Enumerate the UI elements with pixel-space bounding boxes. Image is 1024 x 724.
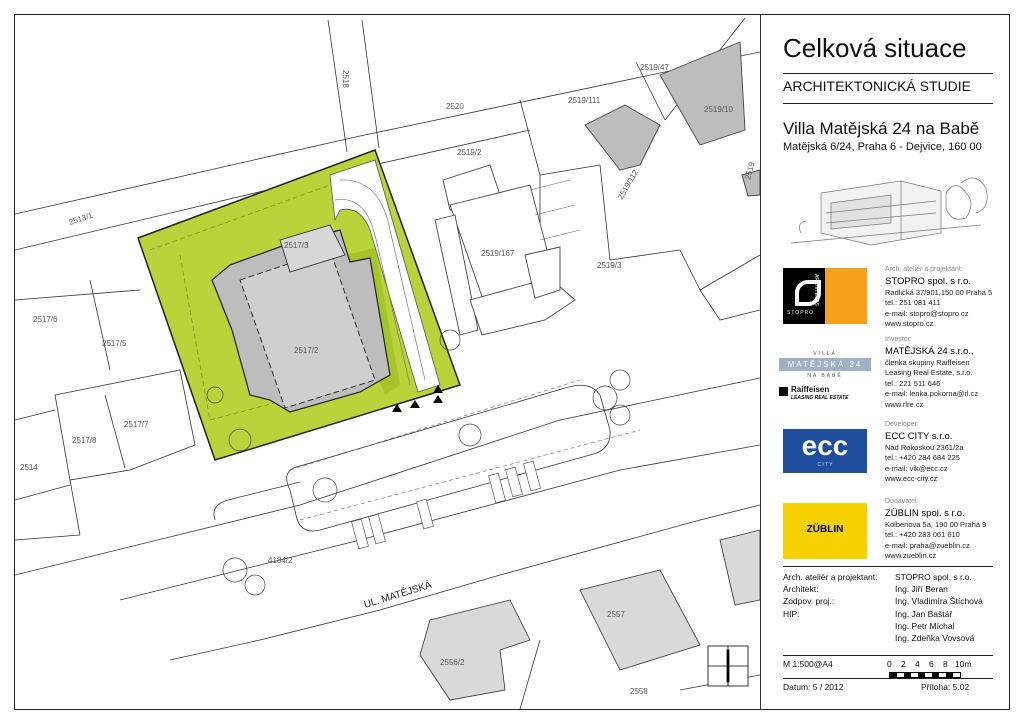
- divider: [783, 73, 993, 74]
- appendix-label: Příloha: 5.02: [921, 682, 970, 692]
- parcel-label: 2519/167: [481, 249, 515, 258]
- raiffeisen-logo: Raiffeisen LEASING REAL ESTATE: [779, 385, 879, 407]
- project-name: Villa Matějská 24 na Babě: [783, 119, 980, 138]
- party-block-developer: Developer: ECC CITY s.r.o. Nad Rokoskou …: [885, 421, 964, 483]
- ecc-logo: ecc C I T Y: [783, 429, 867, 473]
- street-label: UL. MATĚJSKÁ: [362, 578, 433, 611]
- sheet-subtitle: ARCHITEKTONICKÁ STUDIE: [783, 78, 971, 94]
- parcel-label: 2517/6: [33, 315, 58, 324]
- building-render: [790, 177, 988, 246]
- site-plan: 2518 2520 2519/47 2519/111 2519/10 2519/…: [15, 15, 760, 709]
- parcel-label: 2556/2: [440, 658, 465, 667]
- stopro-logo: STOPRO ARCHITECTS: [783, 268, 867, 324]
- parcel-label: 2519/10: [704, 105, 733, 114]
- villa-logo: VILLA MATĚJSKÁ 24 NA BABĚ: [779, 351, 871, 381]
- parcel-label: 2519/112: [616, 168, 640, 201]
- parcel-label: 2517/2: [294, 346, 319, 355]
- parcel-label: 2517/3: [284, 241, 309, 250]
- parcel-label: 4184/2: [268, 556, 293, 565]
- party-block-architect: Arch. ateliér a projektant: STOPRO spol.…: [885, 266, 993, 328]
- title-block: Celková situace ARCHITEKTONICKÁ STUDIE V…: [760, 15, 1009, 709]
- parcel-line: [327, 19, 348, 153]
- scale-bar: 0 2 4 6 8 10m: [887, 659, 977, 679]
- stopro-architects-text: ARCHITECTS: [813, 274, 819, 306]
- divider: [783, 678, 993, 679]
- parcel-label: 2519/2: [457, 148, 482, 157]
- divider: [783, 566, 993, 567]
- zublin-logo: ZÜBLIN: [783, 503, 867, 559]
- stopro-small-text: STOPRO: [787, 310, 815, 316]
- scale-label: M 1:500@A4: [783, 659, 833, 669]
- parcel-label: 2517/8: [72, 436, 97, 445]
- party-block-contractor: Dodavatel: ZÜBLIN spol. s r.o. Kolbenova…: [885, 498, 987, 560]
- parcel-label: 2513/1: [68, 211, 95, 227]
- divider: [783, 103, 993, 104]
- parcel-label: 2517/5: [102, 339, 127, 348]
- sheet-frame: [14, 14, 1010, 710]
- parcel-label: 2558: [630, 687, 648, 696]
- parcel-label: 2519/3: [597, 261, 622, 270]
- parcel-label: 2520: [446, 102, 464, 111]
- parcel-label: 2517/7: [124, 420, 149, 429]
- sheet-title: Celková situace: [783, 33, 967, 63]
- parcel-label: 2514: [20, 463, 38, 472]
- parcel-label: 2519/47: [640, 63, 669, 72]
- divider: [783, 655, 993, 656]
- party-block-investor: Investor: MATĚJSKÁ 24 s.r.o., členka sku…: [885, 336, 979, 409]
- parcel-label-2518: 2518: [341, 70, 350, 88]
- boundary-line: [15, 51, 760, 215]
- project-address: Matějská 6/24, Praha 6 - Dejvice, 160 00: [783, 141, 982, 153]
- parcel-label: 2519/111: [568, 96, 601, 105]
- parcel-label: 2557: [607, 610, 625, 619]
- parcel-line: [361, 19, 380, 149]
- date-label: Datum: 5 / 2012: [783, 682, 844, 692]
- site-plan-drawing: 2518 2520 2519/47 2519/111 2519/10 2519/…: [15, 17, 760, 709]
